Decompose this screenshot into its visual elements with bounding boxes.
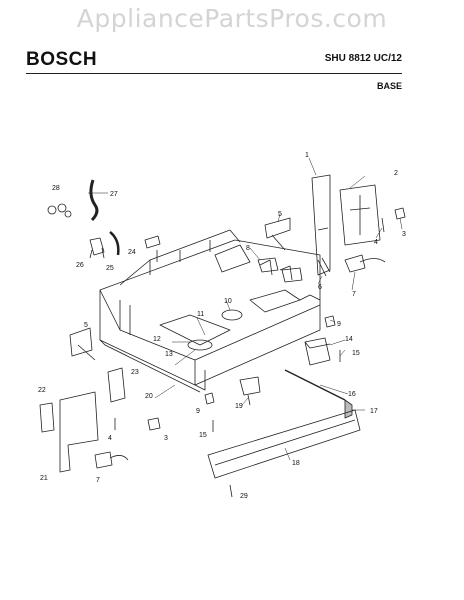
callout-7: 7	[352, 291, 356, 298]
section-title: BASE	[376, 81, 402, 91]
callout-15: 15	[352, 350, 360, 357]
callout-16: 16	[348, 391, 356, 398]
callout-20: 20	[145, 393, 153, 400]
callout-6: 6	[318, 284, 322, 291]
callout-5-lower: 5	[84, 322, 88, 329]
callout-18: 18	[292, 460, 300, 467]
callout-3-lower: 3	[164, 435, 168, 442]
callout-23: 23	[131, 369, 139, 376]
callout-15-lower: 15	[199, 432, 207, 439]
callout-22: 22	[38, 387, 46, 394]
callout-4-lower: 4	[108, 435, 112, 442]
callout-13: 13	[165, 351, 173, 358]
callout-8: 8	[246, 245, 250, 252]
brand-logo: BOSCH	[26, 49, 98, 70]
callout-26: 26	[76, 262, 84, 269]
callout-28: 28	[52, 185, 60, 192]
model-number: SHU 8812 UC/12	[324, 53, 402, 64]
watermark-text: AppliancePartsPros.com	[76, 4, 388, 33]
callout-5: 5	[278, 211, 282, 218]
callout-25: 25	[106, 265, 114, 272]
callout-24: 24	[128, 249, 136, 256]
callout-12: 12	[153, 336, 161, 343]
callout-3: 3	[402, 231, 406, 238]
callout-14: 14	[345, 336, 353, 343]
callout-27: 27	[110, 191, 118, 198]
callout-9-lower: 9	[196, 408, 200, 415]
callout-2: 2	[394, 170, 398, 177]
callout-19: 19	[235, 403, 243, 410]
callout-17: 17	[370, 408, 378, 415]
callout-21: 21	[40, 475, 48, 482]
callout-1: 1	[305, 152, 309, 159]
callout-11: 11	[197, 311, 204, 318]
base-tub-part-20	[99, 229, 321, 393]
callout-7-lower: 7	[96, 477, 100, 484]
callout-10: 10	[224, 298, 232, 305]
callout-4: 4	[374, 239, 378, 246]
callout-9: 9	[337, 321, 341, 328]
callout-29: 29	[240, 493, 248, 500]
header-divider	[26, 73, 402, 74]
